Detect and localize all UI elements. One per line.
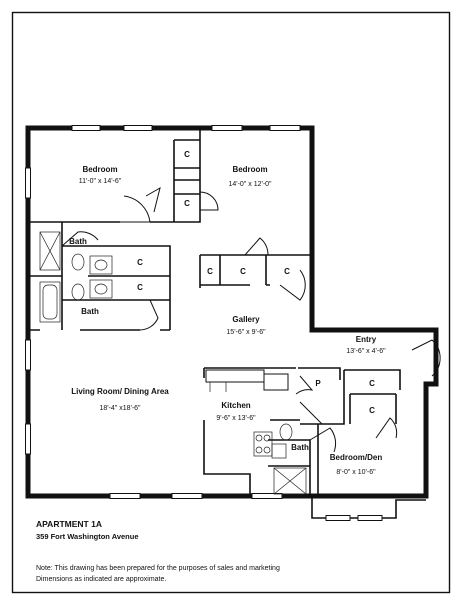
den-name: Bedroom/Den [330,453,383,462]
interior-walls [28,128,401,496]
note-line-1: Note: This drawing has been prepared for… [36,565,280,572]
closet-label: C [137,283,143,292]
windows [25,125,383,521]
entry-name: Entry [356,335,377,344]
bedroom2-dims: 14'-0" x 12'-0" [228,181,272,188]
closet-label: C [184,199,190,208]
living-dims: 18'-4" x18'-6" [99,405,141,412]
living-name: Living Room/ Dining Area [71,387,169,396]
closet-label: C [184,150,190,159]
note-line-2: Dimensions as indicated are approximate. [36,576,166,583]
den-exterior-step [311,496,426,519]
closet-label: C [369,406,375,415]
entry-dims: 13'-6" x 4'-6" [346,348,386,355]
gallery-dims: 15'-6" x 9'-6" [226,329,266,336]
den-dims: 8'-0" x 10'-6" [336,469,376,476]
bedroom2-name: Bedroom [232,165,267,174]
closet-labels: C C C C C C C C C P [137,150,375,415]
gallery-name: Gallery [232,315,260,324]
bath1-name: Bath [69,237,87,246]
pantry-label: P [315,379,321,388]
kitchen-name: Kitchen [221,401,250,410]
bath2-name: Bath [81,307,99,316]
exterior-wall [25,125,439,499]
closet-label: C [369,379,375,388]
closet-label: C [284,267,290,276]
room-labels: Bedroom 11'-0" x 14'-6" Bedroom 14'-0" x… [69,165,386,476]
doors [61,186,441,453]
apartment-title: APARTMENT 1A [36,519,102,529]
bedroom1-name: Bedroom [82,165,117,174]
bedroom1-dims: 11'-0" x 14'-6" [79,178,122,185]
kitchen-dims: 9'-6" x 13'-6" [216,415,256,422]
fixtures [39,231,307,495]
bath3-name: Bath [291,443,309,452]
closet-label: C [240,267,246,276]
apartment-address: 359 Fort Washington Avenue [36,532,139,541]
page-border [11,11,451,594]
closet-label: C [207,267,213,276]
closet-label: C [137,258,143,267]
